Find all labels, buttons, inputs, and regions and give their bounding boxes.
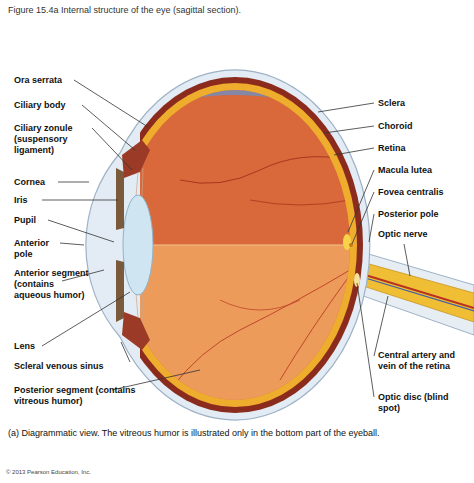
part-label: Macula lutea — [378, 165, 470, 176]
copyright-note: © 2013 Pearson Education, Inc. — [6, 468, 206, 476]
part-label: Anterior segment (contains aqueous humor… — [14, 268, 92, 301]
part-label: Ciliary zonule (suspensory ligament) — [14, 123, 92, 156]
part-label: Scleral venous sinus — [14, 361, 132, 372]
part-label: Central artery and vein of the retina — [378, 350, 470, 372]
figure-title: Figure 15.4a Internal structure of the e… — [8, 5, 468, 16]
part-label: Posterior pole — [378, 209, 470, 220]
part-label: Sclera — [378, 98, 458, 109]
part-label: Ciliary body — [14, 100, 84, 111]
part-label: Posterior segment (contains vitreous hum… — [14, 385, 146, 407]
part-label: Iris — [14, 195, 44, 206]
part-label: Lens — [14, 341, 54, 352]
part-label: Optic nerve — [378, 229, 468, 240]
figure-caption: (a) Diagrammatic view. The vitreous humo… — [8, 428, 470, 439]
part-label: Retina — [378, 143, 458, 154]
anterior-structures — [116, 140, 153, 350]
eye-layers — [140, 77, 363, 413]
part-label: Ora serrata — [14, 75, 84, 86]
part-label: Choroid — [378, 121, 458, 132]
part-label: Pupil — [14, 215, 54, 226]
part-label: Optic disc (blind spot) — [378, 392, 458, 414]
part-label: Fovea centralis — [378, 187, 470, 198]
optic-nerve — [352, 250, 474, 335]
leader-lines — [42, 80, 410, 397]
part-label: Anterior pole — [14, 238, 59, 260]
part-label: Cornea — [14, 177, 64, 188]
sclera-cornea — [86, 70, 370, 420]
